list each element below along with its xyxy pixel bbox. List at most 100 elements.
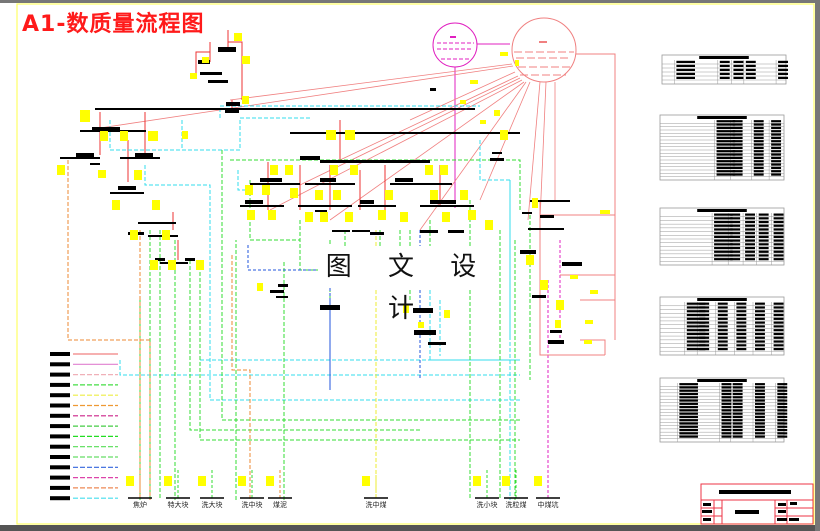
- table-cell-value: [736, 302, 747, 305]
- table-cell-value: [730, 213, 741, 216]
- table-cell-value: [732, 399, 743, 402]
- table-cell-value: [721, 415, 732, 419]
- annotation-label: [257, 283, 263, 291]
- equipment-bar: [522, 212, 532, 214]
- table-cell-value: [755, 348, 765, 351]
- annotation-label: [444, 310, 450, 318]
- table-cell-value: [755, 396, 765, 399]
- table-cell-value: [686, 310, 706, 313]
- legend-entry: [50, 434, 118, 439]
- equipment-bar: [278, 284, 288, 287]
- cyan-pipe: [119, 360, 520, 376]
- annotation-label: [148, 131, 158, 141]
- table-cell-value: [745, 246, 755, 250]
- annotation-label: [238, 476, 246, 486]
- table-cell-value: [714, 254, 733, 257]
- annotation-label: [285, 165, 293, 175]
- table-cell-value: [758, 235, 769, 238]
- table-cell-value: [679, 396, 698, 399]
- equipment-bar: [562, 262, 582, 266]
- table-cell-value: [699, 332, 710, 336]
- annotation-label: [247, 210, 255, 220]
- equipment-bar: [155, 258, 165, 261]
- table-cell-value: [719, 72, 730, 75]
- table-cell-value: [773, 246, 784, 250]
- outlet-7: 洗粒煤: [502, 470, 528, 509]
- legend-swatch-label: [50, 455, 70, 459]
- table-cell-value: [732, 150, 743, 153]
- table-cell-value: [755, 406, 765, 409]
- table-cell-value: [676, 68, 695, 71]
- table-cell-value: [732, 160, 743, 163]
- table-cell-value: [717, 306, 728, 309]
- table-cell-value: [773, 243, 784, 246]
- table-cell-value: [771, 120, 782, 123]
- equipment-bar: [413, 308, 433, 313]
- legend-entry: [50, 424, 118, 429]
- equipment-bar: [540, 215, 554, 218]
- table-cell-value: [773, 313, 784, 317]
- table-cell-value: [773, 220, 784, 224]
- equipment-bar: [352, 230, 370, 232]
- legend-entry: [50, 455, 118, 459]
- annotation-label: [590, 290, 598, 294]
- legend-swatch-label: [50, 403, 70, 408]
- green-pipe: [199, 260, 520, 441]
- table-cell-value: [730, 254, 741, 257]
- table-cell-value: [773, 321, 784, 324]
- annotation-label: [57, 165, 65, 175]
- equipment-bar: [76, 153, 94, 157]
- table-cell-value: [745, 239, 755, 242]
- table-cell-value: [717, 332, 728, 336]
- vessels: [432, 17, 616, 200]
- table-cell-value: [773, 235, 784, 238]
- table-cell-value: [717, 313, 728, 317]
- outlet-label: 煤泥: [273, 500, 287, 509]
- table-cell-value: [777, 383, 788, 386]
- annotation-label: [500, 52, 508, 56]
- table-cell-value: [771, 123, 782, 126]
- legend-swatch-label: [50, 475, 70, 480]
- legend-entry: [50, 413, 118, 418]
- table-cell-value: [773, 329, 784, 332]
- table-cell-value: [755, 332, 765, 336]
- table-cell-value: [732, 435, 743, 438]
- table-cell-value: [771, 163, 782, 166]
- table-cell-value: [730, 235, 741, 238]
- table-cell-value: [730, 239, 741, 242]
- table-cell-value: [758, 258, 769, 261]
- table-cell-value: [745, 76, 756, 79]
- table-cell-value: [771, 146, 782, 149]
- table-cell-value: [721, 389, 732, 392]
- table-cell-value: [679, 402, 698, 405]
- table-cell-value: [686, 344, 706, 347]
- legend-swatch-label: [50, 393, 70, 398]
- table-cell-value: [753, 163, 764, 166]
- table-cell-value: [755, 313, 765, 317]
- table-cell-value: [758, 217, 769, 220]
- annotation-label: [182, 131, 188, 139]
- table-cell-value: [716, 173, 736, 176]
- table-title: [697, 116, 747, 119]
- table-cell-value: [686, 313, 706, 317]
- equipment-bar: [320, 178, 336, 182]
- equipment-bar: [448, 230, 464, 233]
- table-cell-value: [755, 409, 765, 412]
- table-cell-value: [699, 310, 710, 313]
- annotation-label: [266, 476, 274, 486]
- table-cell-value: [758, 250, 769, 253]
- annotation-label: [473, 476, 481, 486]
- table-cell-value: [716, 156, 736, 159]
- table-cell-value: [732, 133, 743, 136]
- legend: [50, 352, 118, 501]
- annotation-label: [290, 188, 298, 198]
- annotation-label: [425, 165, 433, 175]
- table-cell-value: [755, 302, 765, 305]
- table-title: [697, 379, 747, 382]
- annotation-label: [540, 280, 548, 290]
- table-cell-value: [773, 317, 784, 320]
- table-cell-value: [733, 60, 744, 63]
- table-cell-value: [736, 310, 747, 313]
- equipment-table: [659, 377, 788, 443]
